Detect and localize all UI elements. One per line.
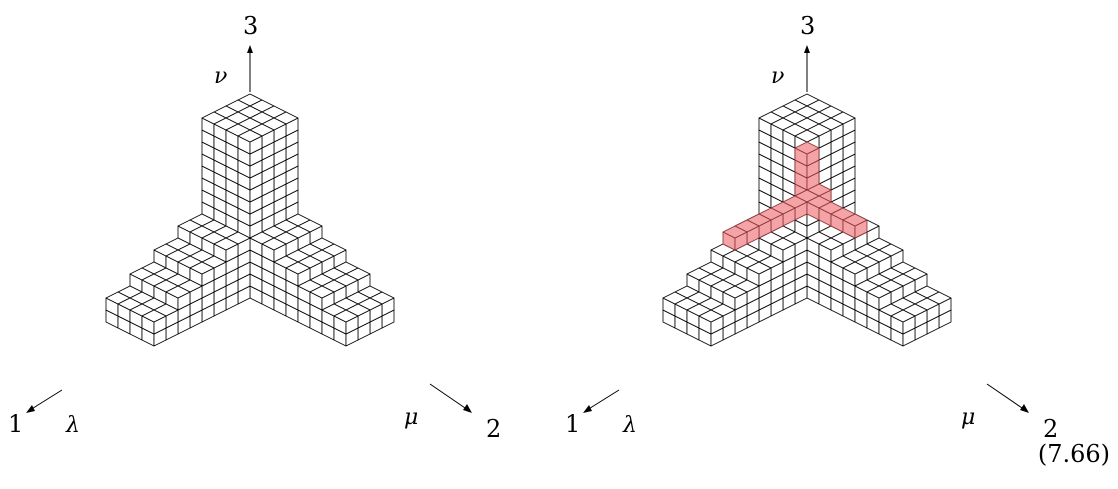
mu-label: μ bbox=[404, 405, 418, 430]
plane-partition-figure-left: 3 1 2 ν λ μ bbox=[8, 12, 501, 443]
axis-3-arrowhead bbox=[804, 45, 810, 53]
axis-3-arrowhead bbox=[247, 45, 253, 53]
box-top-face bbox=[890, 309, 916, 323]
box-top-face bbox=[213, 237, 239, 251]
axis-2-label: 2 bbox=[486, 415, 501, 443]
lambda-label: λ bbox=[622, 413, 637, 438]
box-stack-right bbox=[662, 93, 952, 347]
axis-1-arrow bbox=[29, 389, 63, 411]
nu-label: ν bbox=[214, 64, 227, 89]
plane-partition-figure-right: 3 1 2 ν λ μ bbox=[565, 12, 1058, 443]
box-top-face bbox=[746, 261, 772, 275]
axis-1-label: 1 bbox=[8, 410, 23, 438]
axis-2-arrow bbox=[429, 383, 469, 411]
box-top-face bbox=[309, 285, 335, 299]
box-top-face bbox=[770, 237, 796, 251]
box-top-face bbox=[189, 261, 215, 275]
box-top-face bbox=[698, 309, 724, 323]
axis-3-label: 3 bbox=[800, 12, 815, 40]
highlight-box-top-face bbox=[842, 213, 868, 227]
box-top-face bbox=[237, 129, 263, 143]
box-top-face bbox=[261, 237, 287, 251]
box-top-face bbox=[285, 261, 311, 275]
axis-2-arrow bbox=[986, 383, 1026, 411]
axis-1-arrowhead bbox=[583, 405, 592, 413]
equation-number: (7.66) bbox=[1037, 440, 1110, 468]
axis-1-arrowhead bbox=[26, 405, 35, 413]
highlight-box-top-face bbox=[722, 225, 748, 239]
lambda-label: λ bbox=[65, 413, 80, 438]
nu-label: ν bbox=[771, 64, 784, 89]
highlight-boxes-right bbox=[722, 141, 868, 251]
axis-2-arrowhead bbox=[1020, 404, 1029, 413]
box-top-face bbox=[842, 261, 868, 275]
box-top-face bbox=[818, 237, 844, 251]
highlight-box-top-face bbox=[794, 141, 820, 155]
axis-2-label: 2 bbox=[1043, 415, 1058, 443]
mu-label: μ bbox=[961, 405, 975, 430]
axis-3-label: 3 bbox=[243, 12, 258, 40]
axis-1-label: 1 bbox=[565, 410, 580, 438]
box-top-face bbox=[141, 309, 167, 323]
box-stack-left bbox=[105, 93, 395, 347]
axis-1-arrow bbox=[586, 389, 620, 411]
box-top-face bbox=[722, 285, 748, 299]
box-top-face bbox=[866, 285, 892, 299]
box-top-face bbox=[333, 309, 359, 323]
axis-2-arrowhead bbox=[463, 404, 472, 413]
box-top-face bbox=[165, 285, 191, 299]
